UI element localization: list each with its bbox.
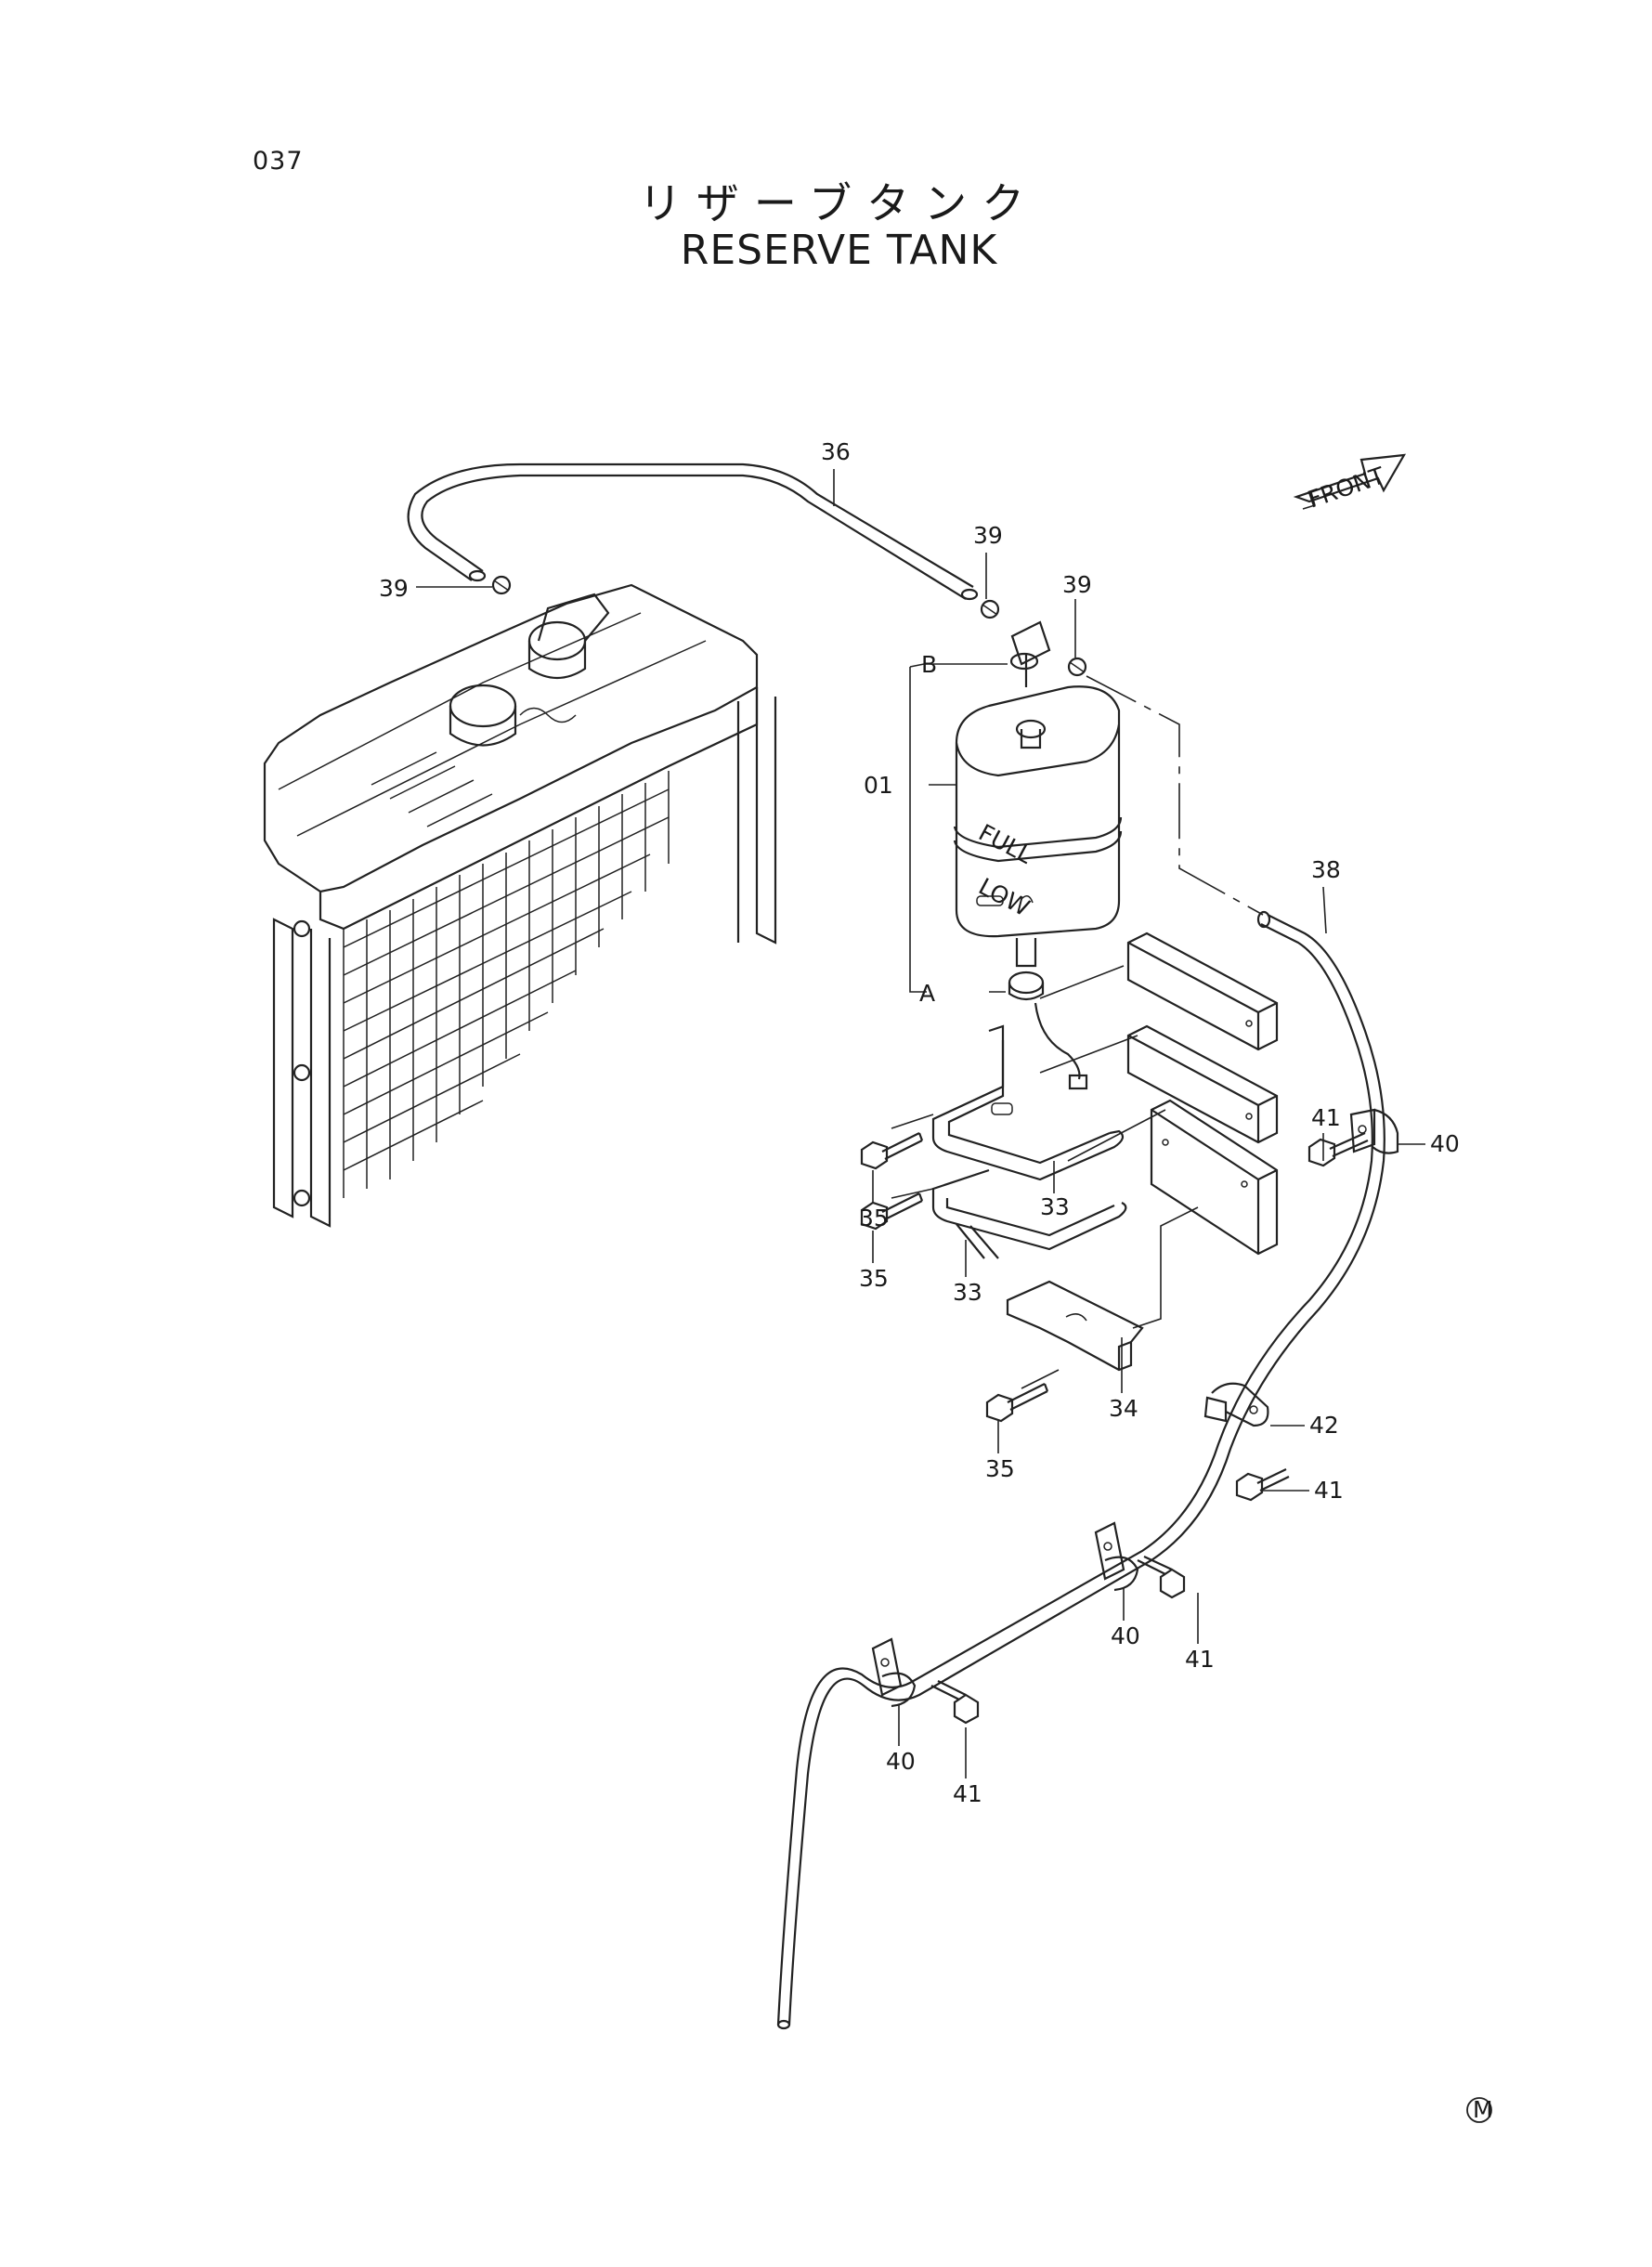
bolt-35-lower: [985, 1383, 1049, 1423]
front-label: FRONT: [1305, 462, 1389, 513]
assembly-leader-2: [1039, 965, 1138, 1074]
coolant-hose-38: [776, 910, 1385, 2030]
callout-A: A: [919, 980, 935, 1007]
callout-40-middle: 40: [1111, 1622, 1140, 1649]
overflow-hose-36: [407, 463, 979, 601]
footer-circled-mark: M: [1466, 2096, 1493, 2123]
bolt-35-upper: [860, 1132, 924, 1170]
bolt-41-lower: [930, 1680, 980, 1725]
hose-clamp-40-middle: [1094, 1521, 1139, 1592]
assembly-leader-1: [1067, 1109, 1199, 1329]
callout-42: 42: [1309, 1412, 1339, 1439]
callout-33-upper: 33: [1040, 1193, 1070, 1220]
assembly-leader-dashed: [1086, 675, 1264, 916]
title-english: RESERVE TANK: [680, 227, 998, 274]
callout-36: 36: [821, 438, 851, 465]
hose-clamp-40-lower: [871, 1637, 917, 1708]
callout-40-upper: 40: [1430, 1130, 1460, 1157]
full-mark: FULL: [974, 819, 1036, 869]
callout-B: B: [921, 651, 937, 678]
callout-33-lower: 33: [953, 1279, 982, 1306]
radiator-core-grid: [343, 771, 670, 1198]
callout-35-upper: 35: [859, 1205, 889, 1231]
callout-35-middle: 35: [859, 1265, 889, 1292]
hose-clamp-40-upper: [1349, 1108, 1399, 1154]
callout-01: 01: [864, 772, 893, 799]
bolt-41-right: [1235, 1468, 1290, 1502]
bracket-line: [909, 663, 1008, 993]
callout-39-left: 39: [379, 575, 409, 602]
callout-38: 38: [1311, 856, 1341, 883]
callout-34: 34: [1109, 1395, 1138, 1422]
assembly-leader-3: [891, 1114, 1060, 1389]
callout-41-upper: 41: [1311, 1104, 1341, 1131]
page-number: 037: [253, 147, 304, 176]
tank-bracket-33-upper: [931, 1024, 1125, 1181]
hose-clamp-42: [1203, 1382, 1269, 1427]
hose-clamp-39-middle: [980, 599, 1000, 619]
rubber-pad-upper: [1126, 932, 1279, 1051]
callout-39-middle: 39: [973, 522, 1003, 549]
rubber-pad-middle: [1126, 1024, 1279, 1144]
callout-41-lower: 41: [953, 1780, 982, 1807]
tank-bracket-33-lower: [931, 1168, 1127, 1259]
bolt-41-upper: [1307, 1131, 1369, 1167]
title-japanese: リザーブタンク: [638, 178, 1040, 228]
callout-41-right: 41: [1314, 1477, 1344, 1504]
rubber-pad-lower: [1150, 1099, 1279, 1256]
callout-39-right: 39: [1062, 571, 1092, 598]
hose-clamp-39-left: [491, 575, 512, 595]
reserve-tank-01: FULL LOW: [953, 620, 1123, 1090]
mounting-plate-34: [1006, 1280, 1144, 1372]
callout-leaders: [416, 469, 1425, 1778]
callout-40-lower: 40: [886, 1748, 916, 1775]
callout-41-middle: 41: [1185, 1646, 1215, 1673]
bolt-41-middle: [1137, 1556, 1186, 1599]
callout-35-lower: 35: [985, 1455, 1015, 1482]
front-direction-arrow: FRONT: [1293, 453, 1407, 514]
hose-clamp-39-right: [1067, 657, 1087, 677]
footer-mark-letter: M: [1473, 2096, 1493, 2123]
radiator-illustration: [263, 583, 777, 1228]
